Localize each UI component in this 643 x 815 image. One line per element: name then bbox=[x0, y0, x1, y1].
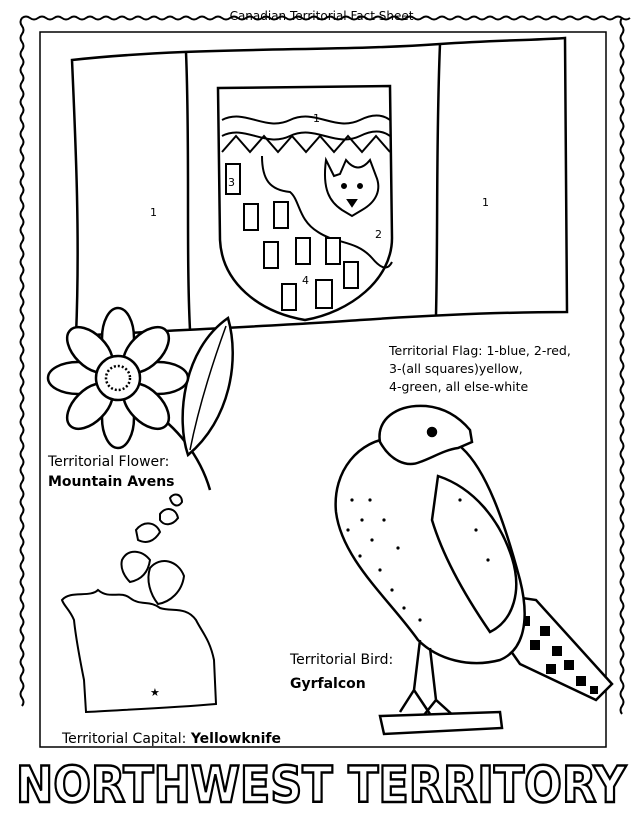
flag-legend-line-1: Territorial Flag: 1-blue, 2-red, bbox=[389, 343, 571, 358]
bird-eye bbox=[426, 426, 438, 438]
flower-petals bbox=[46, 306, 190, 450]
flag-color-legend: Territorial Flag: 1-blue, 2-red, 3-(all … bbox=[389, 342, 619, 396]
shield-wavy-line-2 bbox=[221, 130, 391, 141]
map-mainland bbox=[60, 588, 218, 714]
bird-speckles bbox=[346, 498, 490, 622]
map-island-1 bbox=[120, 550, 152, 584]
flower-center-inner bbox=[104, 364, 132, 392]
fox-head bbox=[324, 156, 380, 218]
flag-legend-line-3: 4-green, all else-white bbox=[389, 379, 529, 394]
flag-number-right: 1 bbox=[482, 196, 489, 209]
bird-head bbox=[378, 404, 474, 466]
flag-number-left: 1 bbox=[150, 206, 157, 219]
flag-band-divider-right bbox=[434, 43, 442, 316]
capital-line: Territorial Capital: Yellowknife bbox=[62, 731, 281, 747]
outer-wavy-border bbox=[19, 15, 631, 715]
flag-legend-line-2: 3-(all squares)yellow, bbox=[389, 361, 523, 376]
flower-name: Mountain Avens bbox=[48, 474, 175, 490]
flower-leaf-vein bbox=[189, 325, 227, 451]
bird-name: Gyrfalcon bbox=[290, 676, 366, 692]
territory-title: NORTHWEST TERRITORY bbox=[16, 756, 627, 814]
mountain-avens-flower bbox=[46, 306, 234, 491]
capital-star-icon: ★ bbox=[150, 687, 160, 699]
flag-number-shield-base: 4 bbox=[302, 274, 309, 287]
shield-square-3 bbox=[225, 163, 241, 195]
flag-number-squares: 3 bbox=[228, 176, 235, 189]
shield-diagonal-divide bbox=[261, 155, 393, 269]
shield-squares bbox=[243, 201, 359, 311]
map-island-4 bbox=[159, 508, 180, 526]
bird-wing bbox=[430, 474, 518, 634]
map-island-5 bbox=[168, 493, 184, 507]
flag-number-shield-top: 1 bbox=[313, 112, 320, 125]
bird-legs bbox=[398, 639, 457, 721]
flag-band-divider-left bbox=[184, 51, 192, 331]
bird-label: Territorial Bird: bbox=[290, 652, 394, 668]
capital-name: Yellowknife bbox=[190, 731, 281, 747]
map-island-3 bbox=[147, 560, 186, 606]
capital-label: Territorial Capital: bbox=[62, 731, 187, 747]
bird-perch bbox=[378, 710, 504, 736]
shield-wavy-line-1 bbox=[221, 114, 391, 125]
map-island-2 bbox=[134, 522, 162, 543]
flower-label: Territorial Flower: bbox=[48, 454, 170, 470]
gyrfalcon-bird bbox=[334, 404, 614, 736]
territory-map: ★ bbox=[60, 493, 218, 714]
flag-number-shield-field: 2 bbox=[375, 228, 382, 241]
inner-border bbox=[39, 31, 607, 748]
flower-leaf bbox=[181, 315, 234, 458]
territorial-flag: 1 1 1 2 3 4 bbox=[70, 36, 569, 338]
shield-zigzag-line bbox=[221, 134, 391, 154]
page-header-title: Canadian Territorial Fact Sheet bbox=[229, 9, 414, 23]
